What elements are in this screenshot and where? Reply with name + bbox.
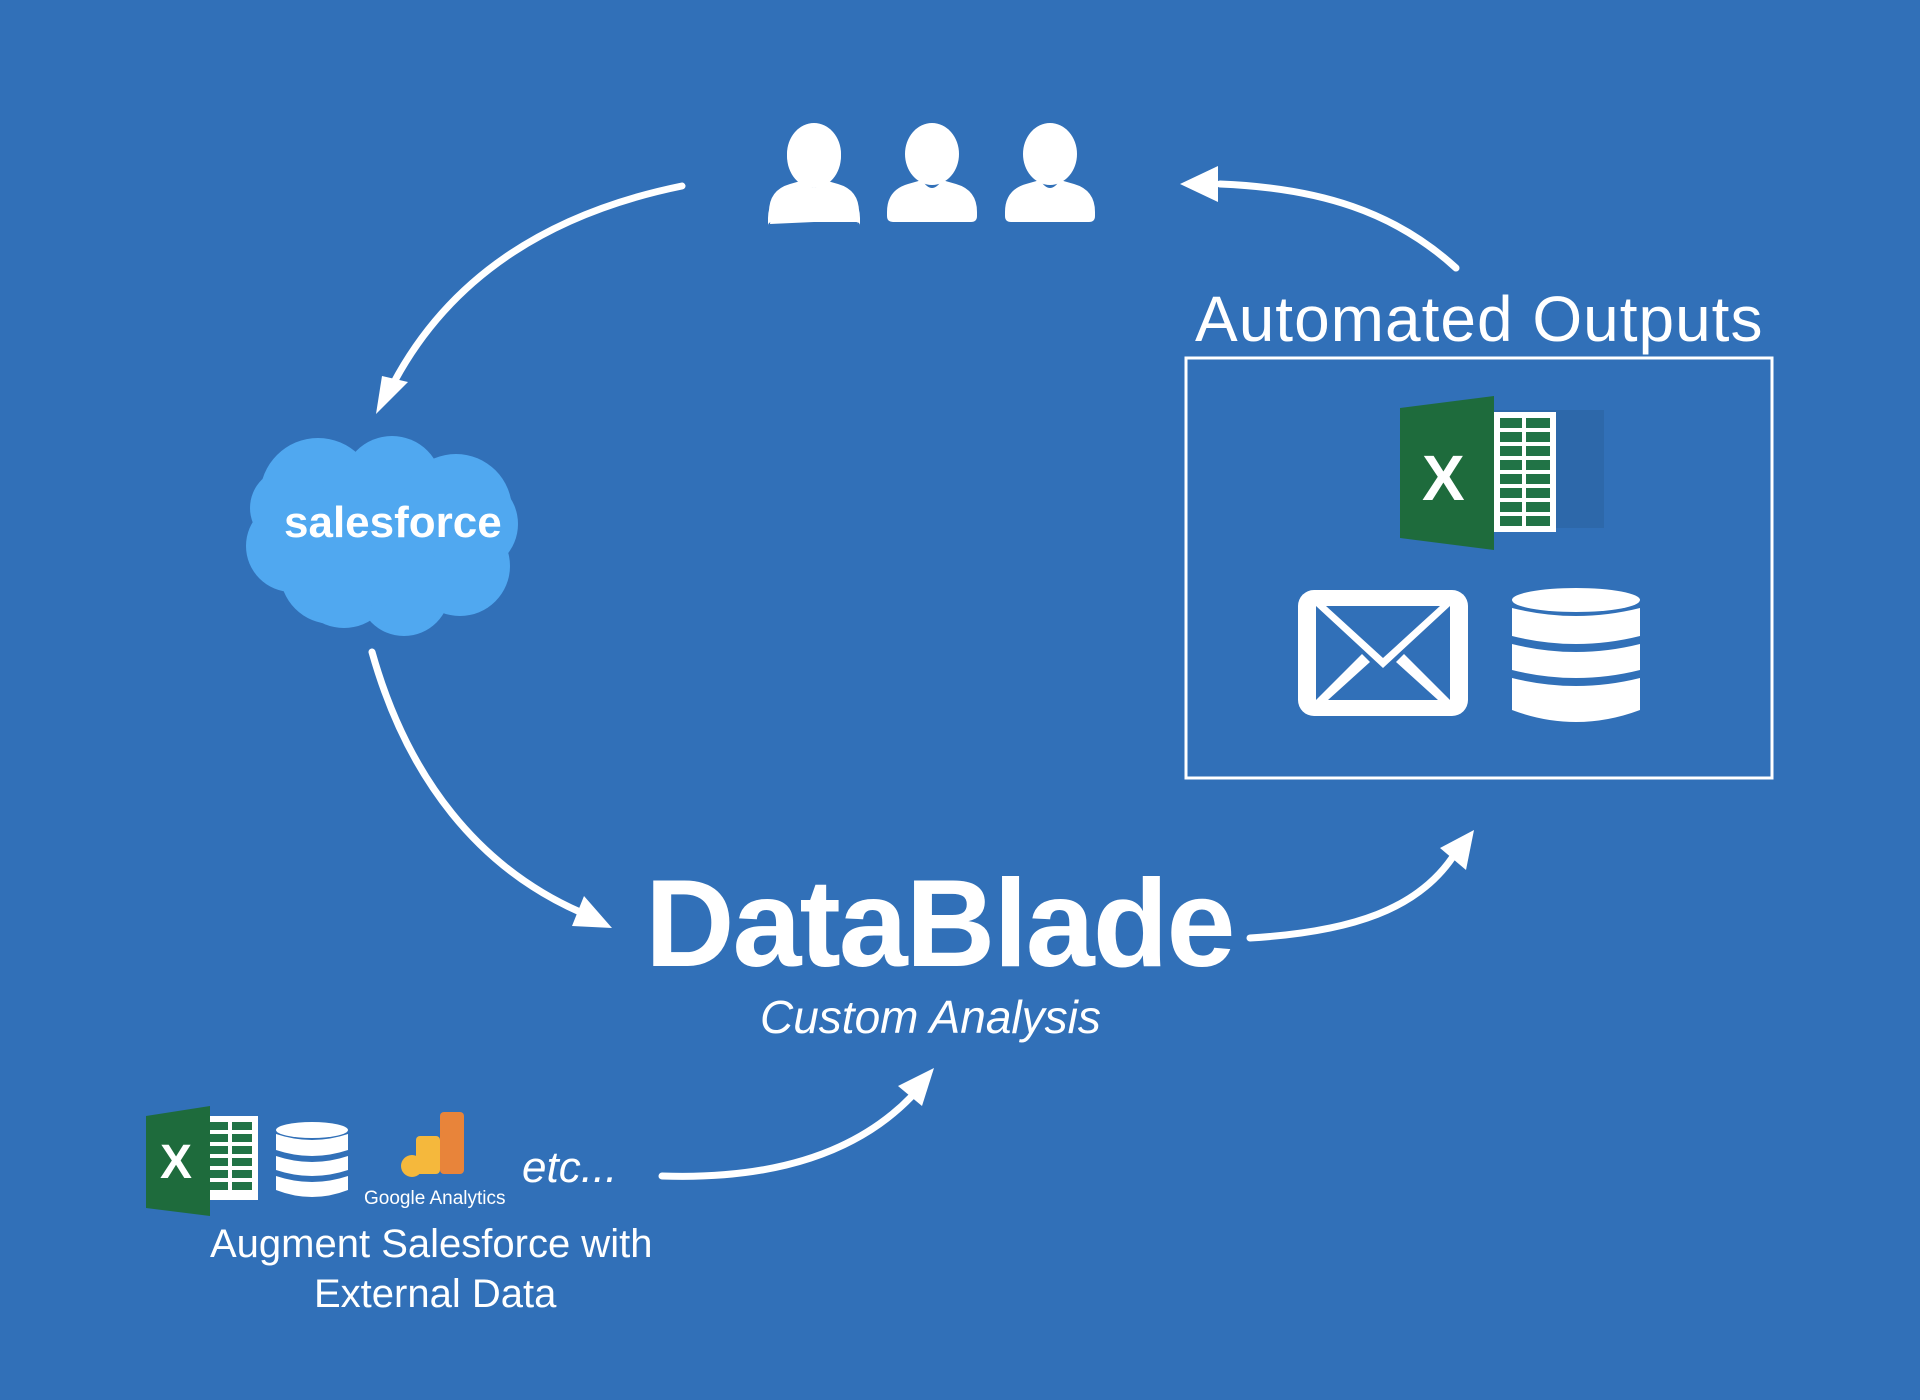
database-icon-large	[1512, 588, 1640, 722]
arrow-users-to-salesforce	[382, 182, 686, 402]
arrow-salesforce-to-datablade-head	[572, 896, 612, 928]
arrow-salesforce-to-datablade	[368, 648, 584, 916]
arrow-outputs-to-users-head	[1180, 166, 1218, 202]
arrow-datablade-to-outputs	[1246, 848, 1460, 942]
augment-label-line1: Augment Salesforce with	[210, 1222, 653, 1266]
arrow-outputs-to-users	[1216, 180, 1460, 272]
database-icon-small	[276, 1122, 348, 1197]
google-analytics-icon	[401, 1112, 464, 1177]
svg-text:X: X	[160, 1136, 192, 1189]
svg-text:X: X	[1422, 442, 1465, 514]
augment-label-line2: External Data	[314, 1272, 557, 1316]
user-icon-3	[1005, 123, 1095, 222]
datablade-title: DataBlade	[645, 855, 1235, 993]
salesforce-cloud-icon	[246, 436, 518, 636]
arrow-datablade-to-outputs-head	[1440, 830, 1474, 870]
arrow-users-to-salesforce-head	[376, 376, 408, 414]
arrow-external-to-datablade-head	[898, 1068, 934, 1106]
automated-outputs-title: Automated Outputs	[1195, 283, 1764, 355]
datablade-subtitle: Custom Analysis	[760, 991, 1101, 1043]
google-analytics-label: Google Analytics	[364, 1188, 506, 1209]
excel-icon-small: X	[146, 1106, 258, 1216]
automated-outputs-box	[1184, 356, 1774, 780]
salesforce-label: salesforce	[284, 498, 502, 547]
excel-icon-large: X	[1400, 396, 1604, 550]
arrow-external-to-datablade	[658, 1092, 916, 1180]
envelope-icon	[1298, 590, 1468, 716]
etc-label: etc...	[522, 1143, 618, 1192]
user-icon-1	[769, 123, 859, 222]
user-icon-2	[887, 123, 977, 222]
